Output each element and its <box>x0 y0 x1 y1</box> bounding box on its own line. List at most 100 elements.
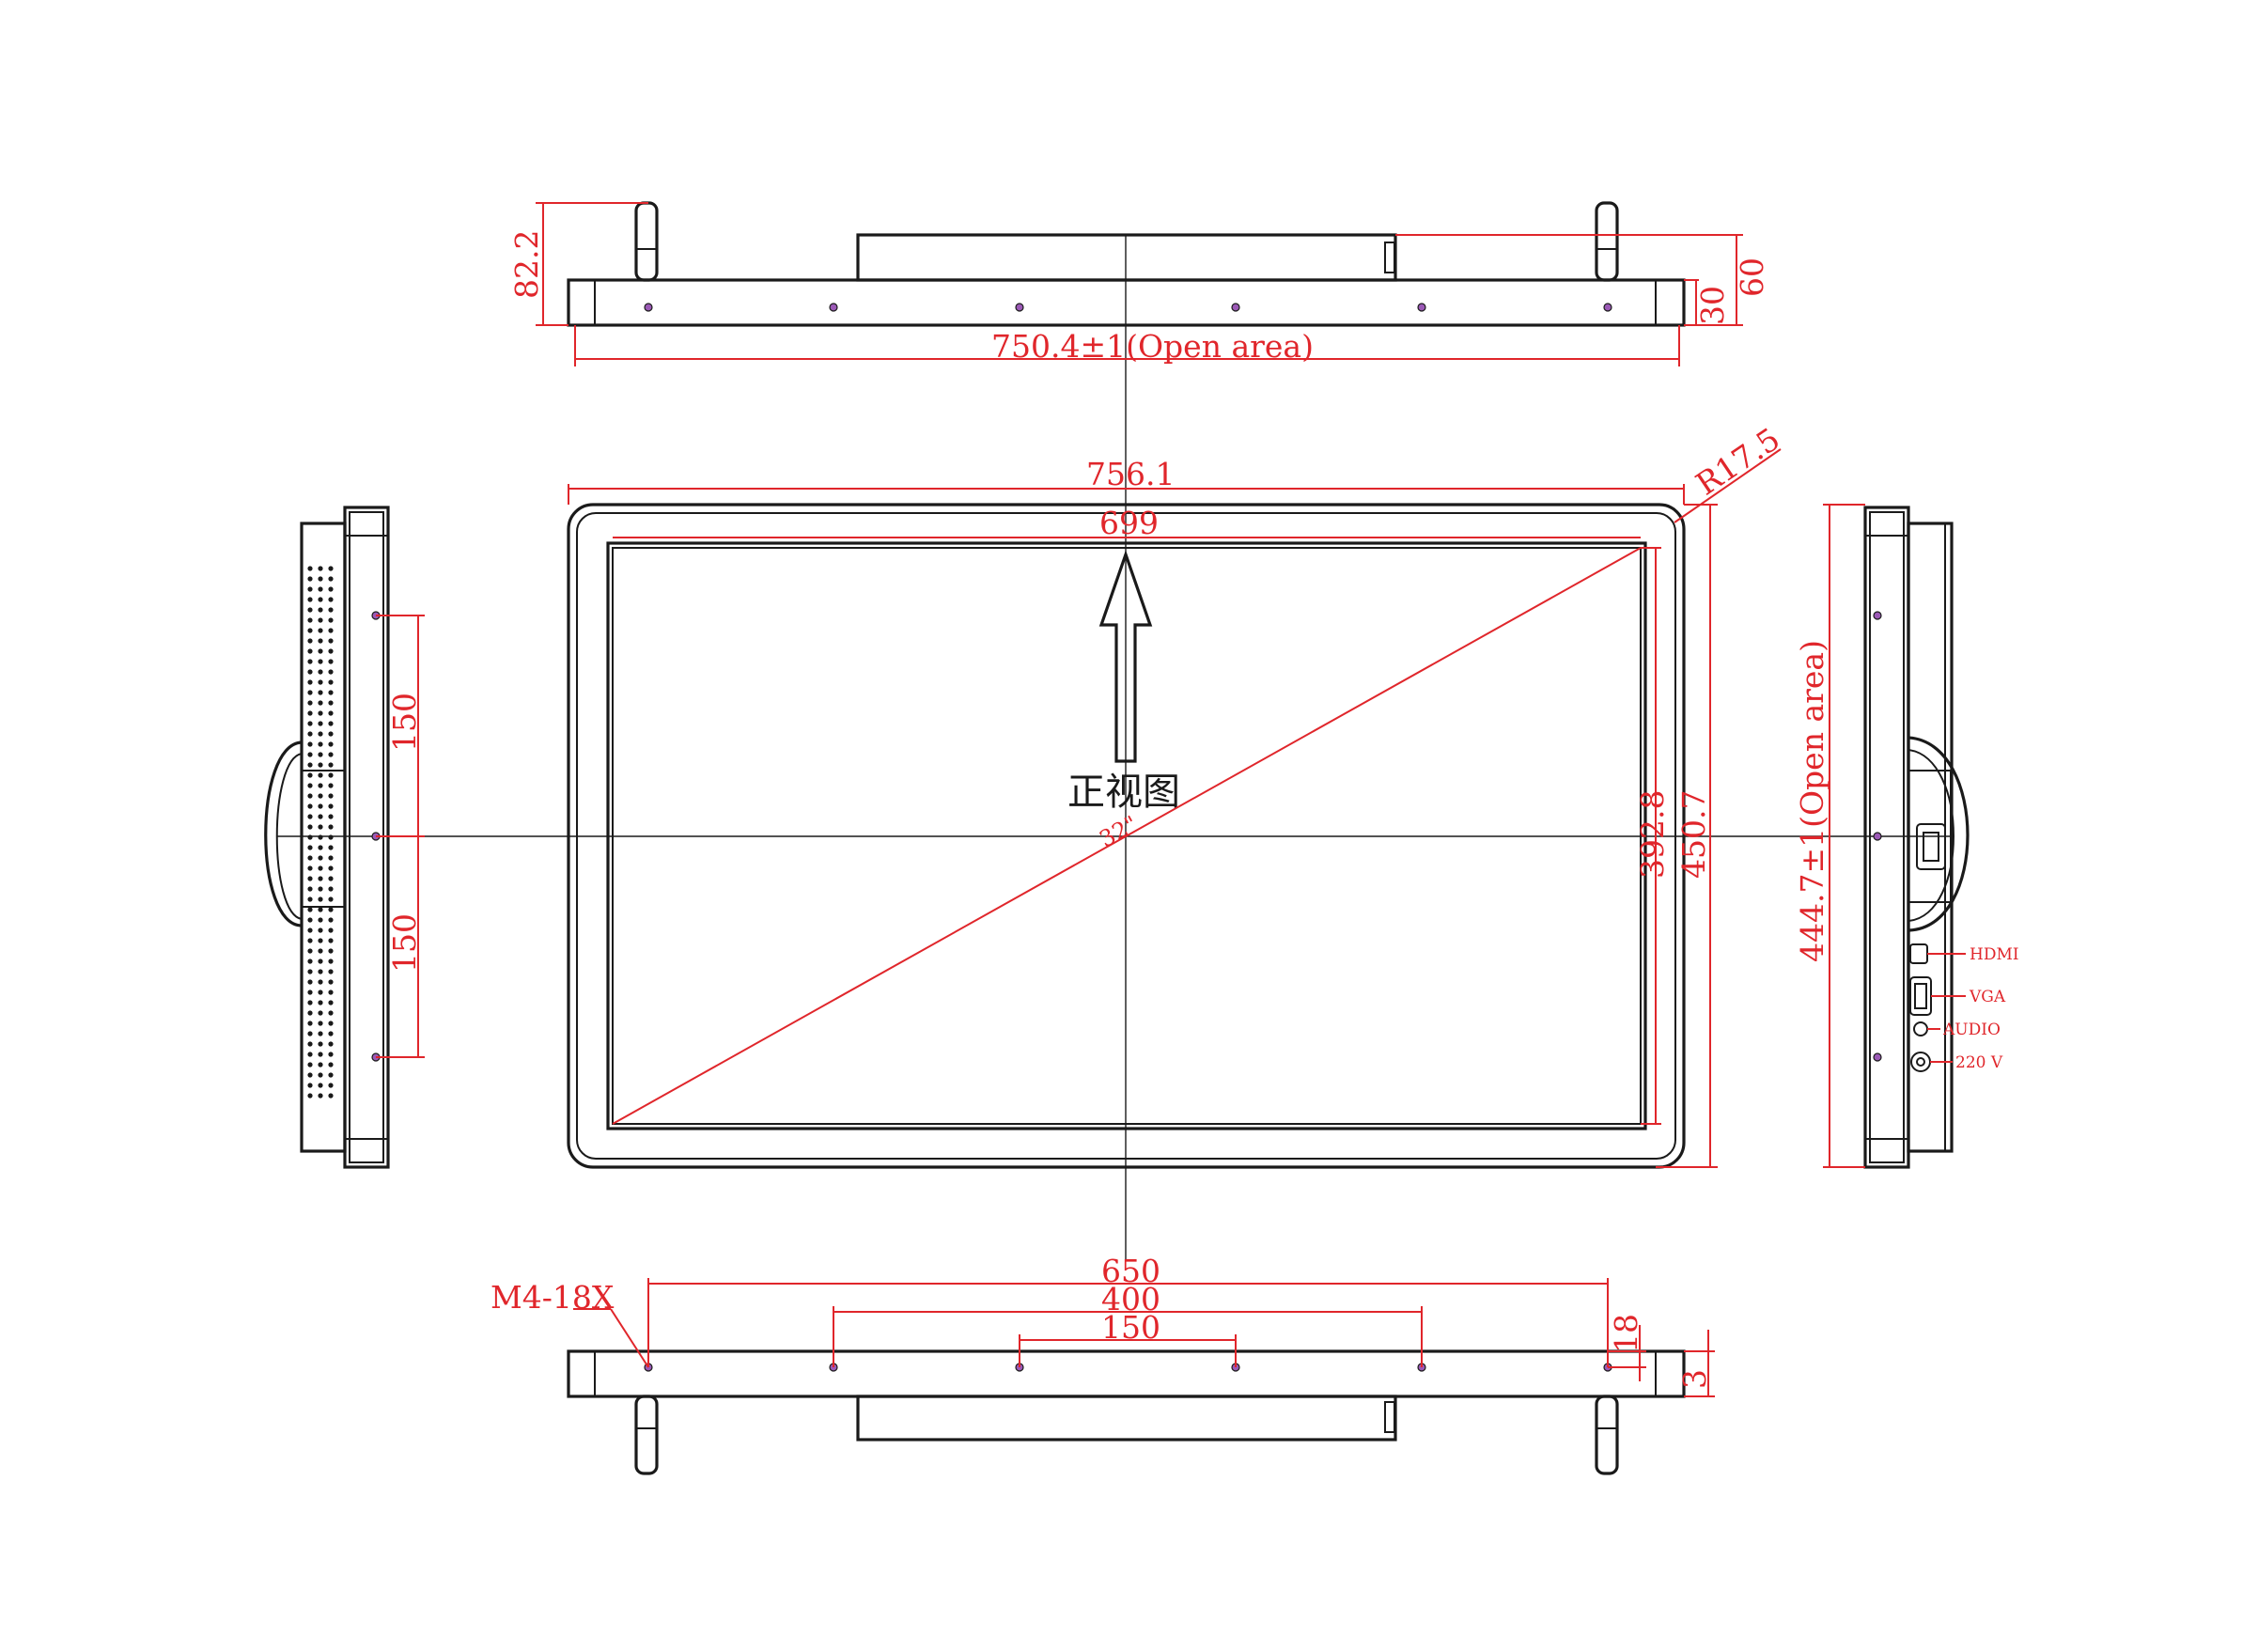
vent-hole <box>318 566 323 571</box>
vent-hole <box>328 648 334 654</box>
vent-hole <box>318 576 323 582</box>
vent-hole <box>318 855 323 861</box>
vent-hole <box>318 617 323 623</box>
vent-hole <box>328 690 334 695</box>
vent-hole <box>318 979 323 985</box>
vent-hole <box>328 845 334 850</box>
vent-hole <box>307 845 313 850</box>
vent-hole <box>318 638 323 644</box>
vent-hole <box>328 1093 334 1099</box>
dim-screw-spec: M4-18X <box>491 1279 615 1316</box>
vent-hole <box>318 648 323 654</box>
dim-open-width: 750.4±1(Open area) <box>991 328 1314 365</box>
vent-hole <box>318 824 323 830</box>
vent-hole <box>328 1021 334 1026</box>
vent-hole <box>307 958 313 964</box>
vent-hole <box>318 814 323 819</box>
vent-hole <box>318 1052 323 1057</box>
dim-overall-width: 756.1 <box>1086 456 1175 492</box>
bottom-dimensions: 650 400 150 M4-18X 18 3 <box>491 1253 1715 1397</box>
vent-hole <box>328 948 334 954</box>
vent-hole <box>307 1010 313 1016</box>
vent-hole <box>318 1093 323 1099</box>
vent-hole <box>328 607 334 613</box>
vent-hole <box>318 721 323 726</box>
dim-overall-height: 450.7 <box>1675 790 1712 879</box>
vent-hole <box>307 700 313 706</box>
vent-hole <box>307 783 313 788</box>
dim-bottom-18: 18 <box>1608 1314 1644 1353</box>
vent-hole <box>307 1021 313 1026</box>
vent-hole <box>328 814 334 819</box>
vent-hole <box>318 969 323 974</box>
vent-hole <box>328 586 334 592</box>
vent-hole <box>307 607 313 613</box>
vent-hole <box>318 597 323 602</box>
vent-hole <box>318 834 323 840</box>
dim-vesa-400: 400 <box>1101 1281 1160 1317</box>
vent-hole <box>318 586 323 592</box>
vent-hole <box>307 793 313 799</box>
vent-hole <box>328 762 334 768</box>
front-view-caption: 正视图 <box>1067 771 1180 814</box>
vent-hole <box>318 1062 323 1068</box>
vent-hole <box>318 803 323 809</box>
vent-hole <box>307 1083 313 1088</box>
vent-hole <box>307 741 313 747</box>
vent-hole <box>318 793 323 799</box>
vent-hole <box>307 710 313 716</box>
vent-hole <box>307 638 313 644</box>
vent-hole <box>318 1010 323 1016</box>
vent-hole <box>328 958 334 964</box>
vent-hole <box>318 1083 323 1088</box>
vent-hole <box>307 731 313 737</box>
left-dimensions: 150 150 <box>376 615 425 1058</box>
vent-hole <box>318 1000 323 1005</box>
vent-hole <box>318 1041 323 1047</box>
bottom-screw-holes <box>644 1363 1612 1372</box>
vent-hole <box>318 990 323 995</box>
front-view: 正视图 <box>567 503 1686 1169</box>
vent-hole <box>307 1093 313 1099</box>
dim-open-height: 444.7±1(Open area) <box>1794 640 1830 962</box>
vent-hole <box>328 938 334 943</box>
vent-hole <box>318 948 323 954</box>
dim-diagonal: 32" <box>1095 811 1142 853</box>
port-connectors <box>1909 943 1932 1072</box>
vent-hole <box>307 814 313 819</box>
vent-hole <box>307 990 313 995</box>
vent-hole <box>307 948 313 954</box>
vent-hole <box>328 679 334 685</box>
vent-hole <box>307 1062 313 1068</box>
vent-hole <box>328 855 334 861</box>
vent-hole <box>307 690 313 695</box>
vent-hole <box>328 876 334 881</box>
dim-active-height: 392.8 <box>1634 790 1671 879</box>
top-screw-holes <box>644 303 1612 312</box>
dim-bottom-3: 3 <box>1676 1369 1713 1389</box>
vent-hole <box>307 1072 313 1078</box>
dim-corner-radius: R17.5 <box>1690 420 1786 502</box>
vent-hole <box>318 865 323 871</box>
vent-hole <box>318 917 323 923</box>
vent-hole <box>328 772 334 778</box>
vent-hole <box>318 958 323 964</box>
vent-hole <box>318 1031 323 1036</box>
vent-hole <box>318 886 323 892</box>
vent-hole <box>328 1062 334 1068</box>
vent-hole <box>318 679 323 685</box>
vent-hole <box>328 617 334 623</box>
vent-hole <box>307 566 313 571</box>
port-label-vga: VGA <box>1969 988 2006 1006</box>
vent-hole <box>328 576 334 582</box>
vent-grid <box>307 566 334 1099</box>
port-label-hdmi: HDMI <box>1970 945 2019 964</box>
vent-hole <box>318 628 323 633</box>
vent-hole <box>307 669 313 675</box>
dim-vesa-650: 650 <box>1101 1253 1160 1289</box>
vent-hole <box>307 938 313 943</box>
vent-hole <box>318 731 323 737</box>
vent-hole <box>318 907 323 912</box>
vent-hole <box>307 969 313 974</box>
vent-hole <box>328 741 334 747</box>
